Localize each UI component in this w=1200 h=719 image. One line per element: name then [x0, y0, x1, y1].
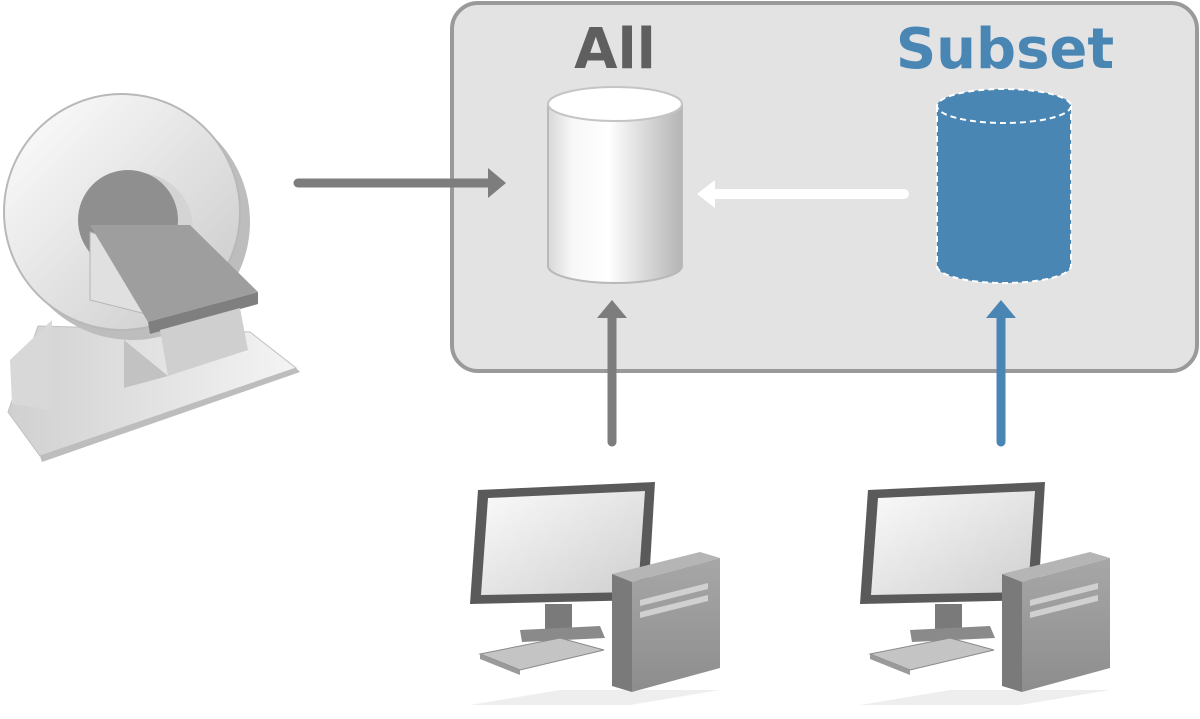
database-all-icon: [547, 86, 683, 284]
arrow-scanner-to-all: [293, 168, 506, 198]
workstation-icon: [470, 482, 720, 705]
arrow-workstation-to-subset: [986, 300, 1016, 447]
workstation-icon: [860, 482, 1110, 705]
arrow-subset-to-all: [697, 180, 909, 208]
label-all: All: [574, 17, 656, 82]
mri-scanner-icon: [3, 93, 300, 462]
arrow-workstation-to-all: [597, 300, 627, 447]
database-subset-icon: [936, 88, 1072, 284]
label-subset: Subset: [895, 17, 1115, 82]
